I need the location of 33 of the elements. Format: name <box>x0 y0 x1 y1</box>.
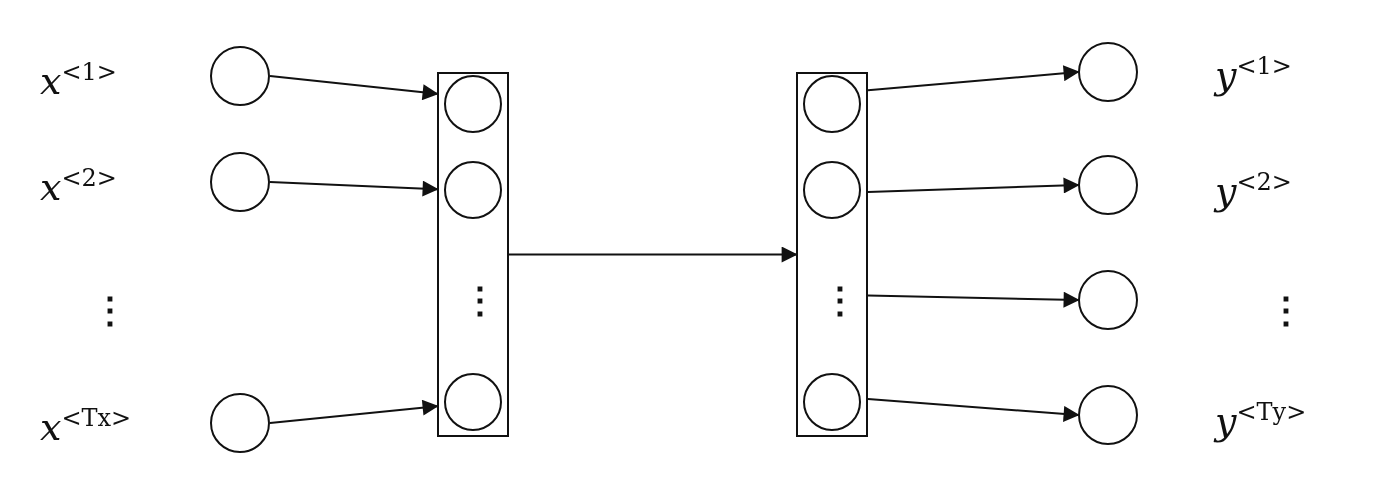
neuron-circle <box>1078 270 1138 330</box>
variable-label: y$^{<1>}$ <box>1215 51 1292 97</box>
ellipsis-label: ⋮ <box>822 280 858 320</box>
neuron-circle <box>210 152 270 212</box>
arrow <box>508 246 798 263</box>
neuron-circle <box>803 161 861 219</box>
neuron-circle <box>1078 385 1138 445</box>
neuron-circle <box>444 373 502 431</box>
neuron-circle <box>803 373 861 431</box>
arrow <box>269 180 439 197</box>
neuron-circle <box>1078 155 1138 215</box>
neuron-circle <box>210 393 270 453</box>
variable-label: x$^{<Tx>}$ <box>40 403 132 449</box>
variable-label: x$^{<2>}$ <box>40 163 117 209</box>
arrow <box>867 65 1080 92</box>
layer-box <box>437 72 509 437</box>
variable-label: y$^{<2>}$ <box>1215 167 1292 213</box>
ellipsis-label: ⋮ <box>1268 290 1304 330</box>
neuron-circle <box>803 75 861 133</box>
neuron-circle <box>444 75 502 133</box>
neuron-circle <box>444 161 502 219</box>
variable-label: y$^{<Ty>}$ <box>1215 397 1307 443</box>
variable-label: x$^{<1>}$ <box>40 57 117 103</box>
ellipsis-label: ⋮ <box>462 280 498 320</box>
arrow <box>269 75 439 101</box>
arrow <box>867 291 1080 308</box>
neuron-circle <box>210 46 270 106</box>
arrow <box>867 177 1080 194</box>
layer-box <box>796 72 868 437</box>
neuron-circle <box>1078 42 1138 102</box>
arrow <box>269 399 439 424</box>
arrow <box>867 397 1080 422</box>
ellipsis-label: ⋮ <box>92 290 128 330</box>
